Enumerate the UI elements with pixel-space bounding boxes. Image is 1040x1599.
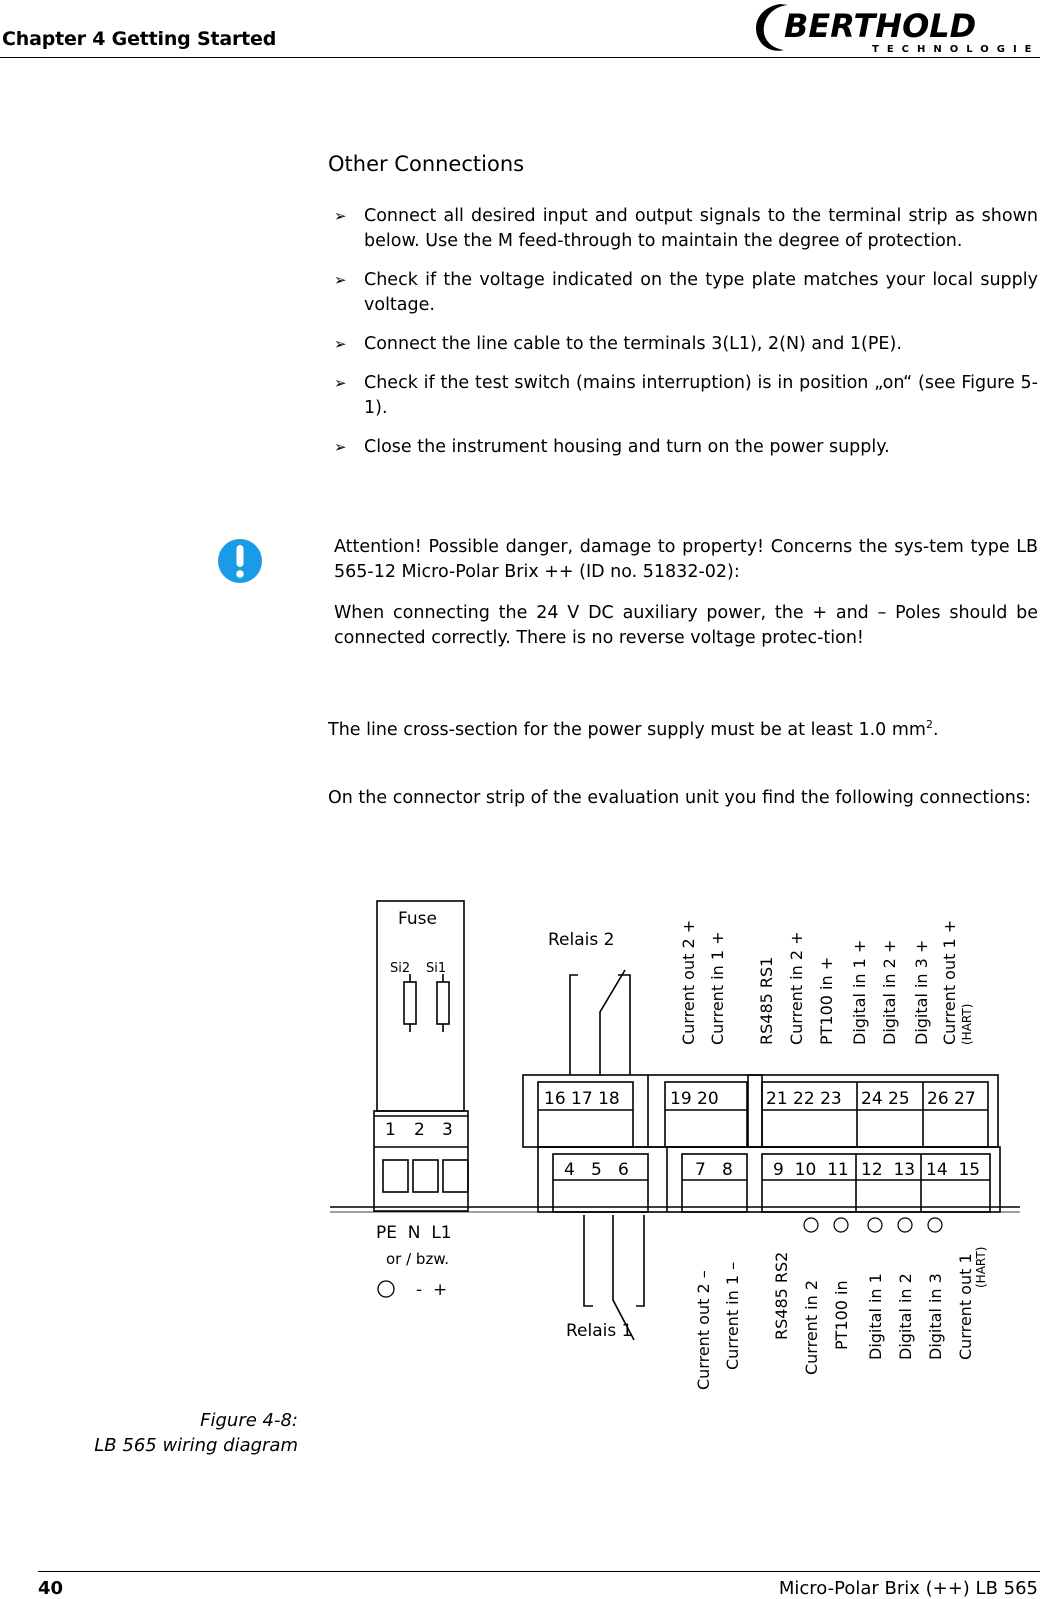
footer-divider — [38, 1571, 1040, 1572]
label-digital-in-2-plus: Digital in 2 + — [880, 940, 899, 1045]
label-rs485-rs1: RS485 RS1 — [757, 957, 776, 1045]
attention-text-2: When connecting the 24 V DC auxiliary po… — [334, 603, 1038, 648]
terminals-24-25: 24 25 — [861, 1089, 910, 1109]
terminals-12-13: 12 13 — [861, 1160, 915, 1180]
terminals-9-11: 9 10 11 — [773, 1160, 849, 1180]
label-current-in-2-ground: Current in 2 — [802, 1280, 821, 1375]
attention-text-1: Attention! Possible danger, damage to pr… — [334, 537, 1038, 582]
ground-icon — [377, 1280, 395, 1298]
arrow-bullet-icon: ➢ — [334, 335, 347, 353]
power-alt-polarity: - + — [416, 1280, 447, 1300]
list-item: ➢ Check if the test switch (mains interru… — [328, 371, 1038, 421]
ground-icon — [833, 1217, 849, 1233]
figure-title: LB 565 wiring diagram — [94, 1435, 298, 1456]
chapter-title: Chapter 4 Getting Started — [2, 28, 277, 50]
terminals-26-27: 26 27 — [927, 1089, 976, 1109]
arrow-bullet-icon: ➢ — [334, 271, 347, 289]
logo-brand: BERTHOLD — [784, 7, 976, 45]
terminals-16-18: 16 17 18 — [544, 1089, 620, 1109]
fuse-si1-label: Si1 — [426, 961, 446, 976]
label-hart-bottom: (HART) — [974, 1247, 988, 1288]
exclamation-icon — [218, 539, 262, 583]
arrow-bullet-icon: ➢ — [334, 207, 347, 225]
superscript: 2 — [925, 718, 933, 731]
label-current-in-1-minus: Current in 1 – — [723, 1262, 742, 1370]
wiring-diagram: Fuse Si2 Si1 1 2 3 PE N L1 or / bzw. - +… — [330, 900, 1020, 1390]
power-alt-label: or / bzw. — [386, 1250, 449, 1268]
label-current-out-2-plus: Current out 2 + — [679, 920, 698, 1045]
figure-number: Figure 4-8: — [200, 1410, 298, 1431]
label-digital-in-2-ground: Digital in 2 — [896, 1273, 915, 1360]
terminal-1: 1 — [385, 1120, 396, 1140]
label-digital-in-1-ground: Digital in 1 — [866, 1273, 885, 1360]
label-current-out-1-minus: Current out 1 — [956, 1253, 975, 1360]
relay-1-label: Relais 1 — [566, 1321, 632, 1341]
list-item: ➢ Connect the line cable to the terminals… — [328, 332, 1038, 357]
fuse-label: Fuse — [398, 909, 437, 929]
header-divider — [0, 57, 1040, 58]
bullet-list: ➢ Connect all desired input and output si… — [328, 204, 1038, 474]
terminal-3: 3 — [442, 1120, 453, 1140]
label-current-out-2-minus: Current out 2 – — [694, 1270, 713, 1390]
figure-caption: Figure 4-8: LB 565 wiring diagram — [94, 1408, 298, 1458]
list-item: ➢ Connect all desired input and output si… — [328, 204, 1038, 254]
label-digital-in-3-plus: Digital in 3 + — [912, 940, 931, 1045]
logo-sub: TECHNOLOGIES — [872, 44, 1040, 55]
terminals-14-15: 14 15 — [926, 1160, 980, 1180]
terminal-2: 2 — [414, 1120, 425, 1140]
terminals-4-6: 4 5 6 — [564, 1160, 629, 1180]
ground-icon — [803, 1217, 819, 1233]
bullet-text: Connect the line cable to the terminals … — [364, 334, 902, 354]
fuse-si2-label: Si2 — [390, 961, 410, 976]
section-title: Other Connections — [328, 152, 525, 176]
label-hart-top: (HART) — [960, 1004, 974, 1045]
page-number: 40 — [38, 1578, 64, 1599]
berthold-logo: BERTHOLD TECHNOLOGIES — [756, 4, 1040, 55]
document-name: Micro-Polar Brix (++) LB 565 — [778, 1578, 1038, 1599]
connector-intro-paragraph: On the connector strip of the evaluation… — [328, 788, 1031, 808]
label-current-out-1-plus: Current out 1 + — [940, 920, 959, 1045]
bullet-text: Check if the voltage indicated on the ty… — [364, 270, 1038, 315]
terminals-7-8: 7 8 — [695, 1160, 733, 1180]
label-pt100-in-ground: PT100 in — [832, 1280, 851, 1350]
bullet-text: Close the instrument housing and turn on… — [364, 437, 890, 457]
ground-icon — [927, 1217, 943, 1233]
label-rs485-rs2: RS485 RS2 — [772, 1252, 791, 1340]
attention-note: Attention! Possible danger, damage to pr… — [334, 535, 1038, 667]
bullet-text: Check if the test switch (mains interrup… — [364, 373, 1038, 418]
terminals-19-20: 19 20 — [670, 1089, 719, 1109]
ground-icon — [897, 1217, 913, 1233]
terminals-21-23: 21 22 23 — [766, 1089, 842, 1109]
list-item: ➢ Close the instrument housing and turn o… — [328, 435, 1038, 460]
arrow-bullet-icon: ➢ — [334, 374, 347, 392]
arrow-bullet-icon: ➢ — [334, 438, 347, 456]
bullet-text: Connect all desired input and output sig… — [364, 206, 1038, 251]
label-pt100-in-plus: PT100 in + — [817, 957, 836, 1045]
ground-icon — [867, 1217, 883, 1233]
cross-section-paragraph: The line cross-section for the power sup… — [328, 712, 1038, 743]
label-digital-in-3-ground: Digital in 3 — [926, 1273, 945, 1360]
list-item: ➢ Check if the voltage indicated on the t… — [328, 268, 1038, 318]
label-digital-in-1-plus: Digital in 1 + — [850, 940, 869, 1045]
label-current-in-2-plus: Current in 2 + — [787, 931, 806, 1045]
label-current-in-1-plus: Current in 1 + — [708, 931, 727, 1045]
cross-section-text: The line cross-section for the power sup… — [328, 719, 926, 740]
period: . — [932, 719, 939, 740]
relay-2-label: Relais 2 — [548, 930, 614, 950]
power-labels: PE N L1 — [376, 1223, 452, 1243]
